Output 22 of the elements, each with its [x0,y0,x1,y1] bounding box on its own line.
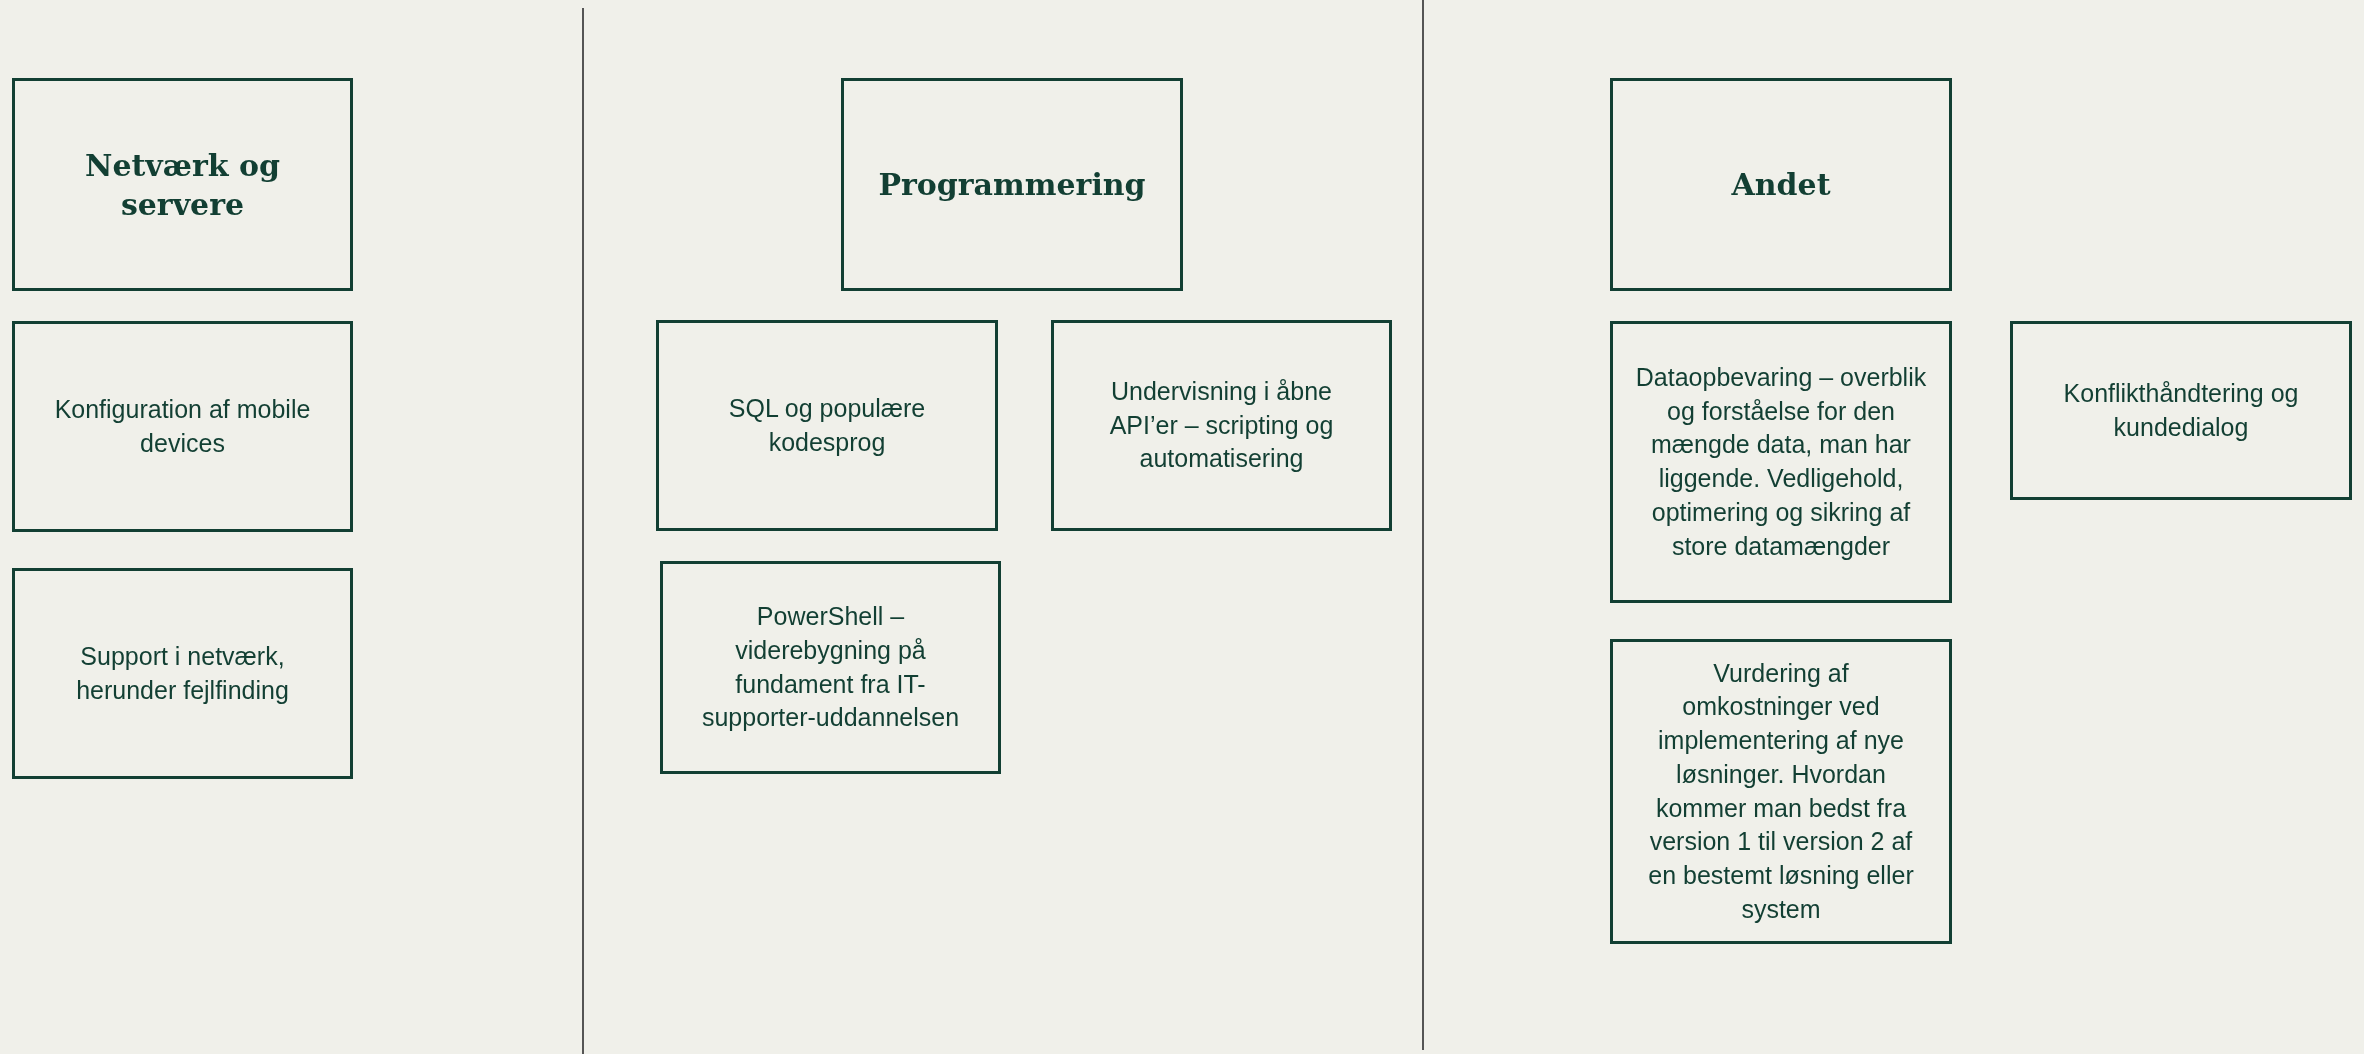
topic-text: SQL og populære kodesprog [727,392,927,458]
topic-text: Support i netværk, herunder fejlfinding [75,640,290,706]
topic-text: Dataopbevaring – overblik og forståelse for den mængde data, man har liggende. Vedligehold, optimering og sikring af store datamængder [1635,361,1927,562]
topic-box [660,561,1001,774]
topic-text: Konflikthåndtering og kundedialog [2062,377,2300,443]
topic-box [12,568,353,779]
topic-box [1610,321,1952,603]
category-heading: Programmering [878,166,1146,204]
topic-box [656,320,998,531]
topic-text: Konfiguration af mobile devices [53,393,312,459]
topic-text: PowerShell – viderebygning på fundament fra IT-supporter-uddannelsen [700,601,961,734]
topic-box [1051,320,1392,531]
category-box [1610,78,1952,291]
topic-text: Undervisning i åbne API’er – scripting og automatisering [1108,375,1335,475]
topic-box [12,321,353,532]
topic-text: Vurdering af omkostninger ved implementering af nye løsninger. Hvordan kommer man bedst fra version 1 til version 2 af en bestemt løsning eller system [1647,657,1915,925]
category-box [12,78,353,291]
category-heading: Andet [1731,166,1831,204]
topic-box [1610,639,1952,944]
topic-box [2010,321,2352,500]
category-box [841,78,1183,291]
category-heading: Netværk og servere [83,146,282,224]
